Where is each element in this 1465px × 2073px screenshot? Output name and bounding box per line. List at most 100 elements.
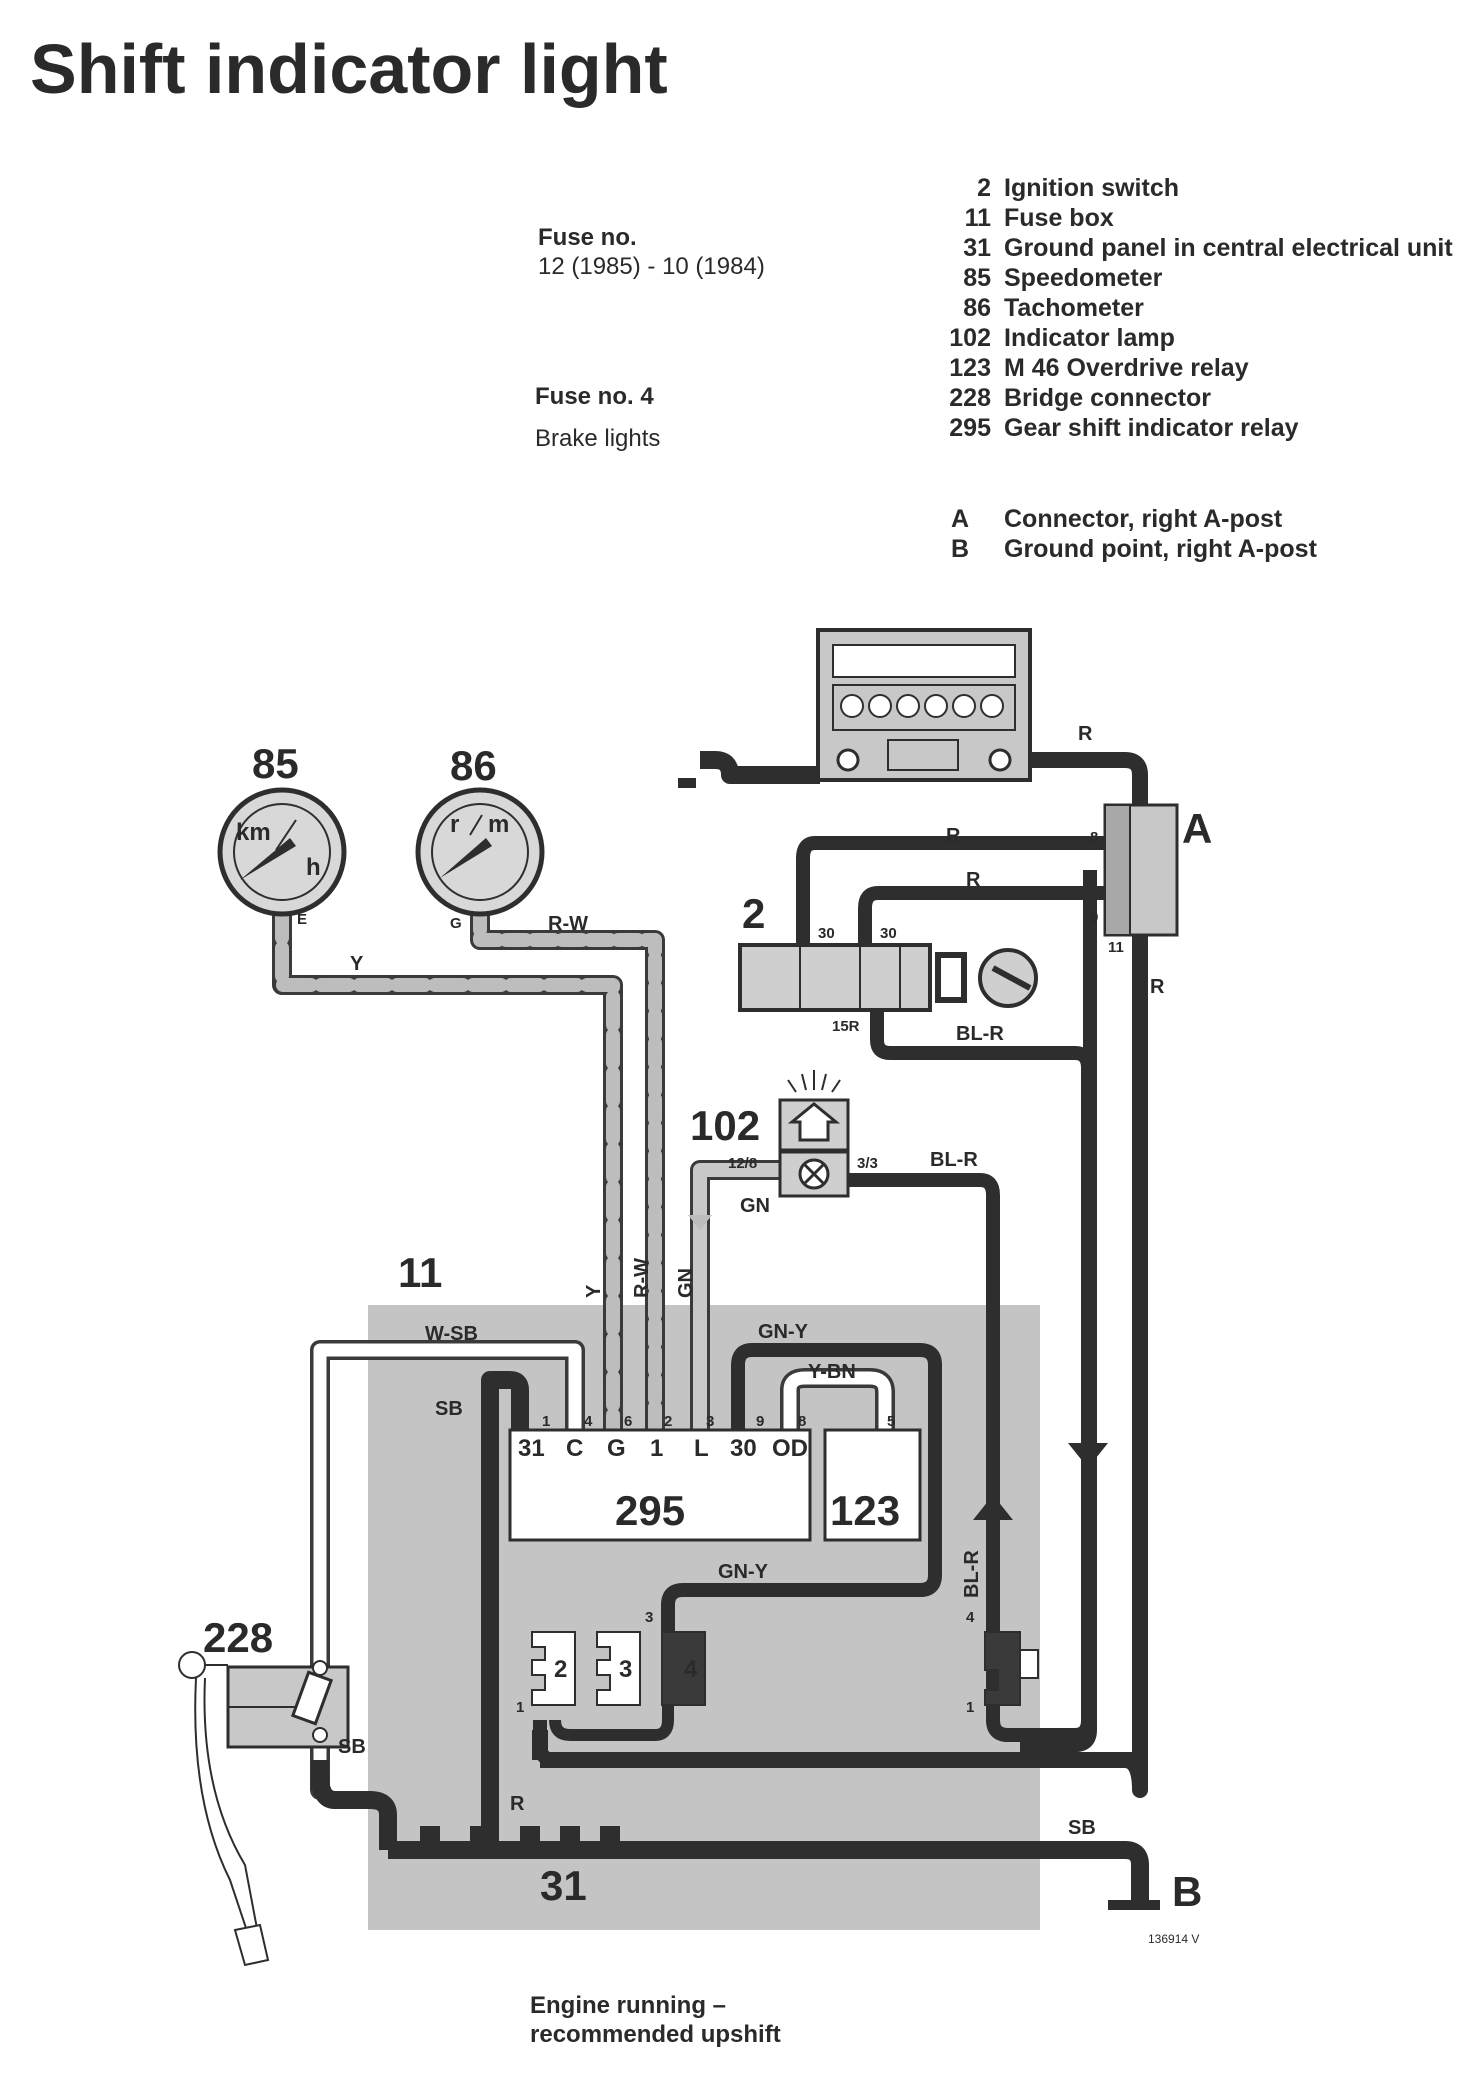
legend-desc: Ignition switch bbox=[1004, 174, 1179, 202]
ground-tooth bbox=[600, 1826, 620, 1842]
relay-pin-number: 2 bbox=[664, 1413, 672, 1430]
wire-label: R bbox=[1078, 723, 1093, 745]
brake-pedal bbox=[178, 1651, 270, 1967]
bridge-connector: 228 bbox=[203, 1614, 350, 1749]
relay-pin-number: 9 bbox=[756, 1413, 764, 1430]
relay-pin-label: OD bbox=[772, 1435, 808, 1462]
speedometer-h: h bbox=[306, 854, 321, 881]
ignition-key bbox=[991, 965, 1032, 991]
central-unit bbox=[816, 628, 1032, 782]
fuse-block-right-cap bbox=[1019, 1649, 1039, 1679]
fuse-box-id: 11 bbox=[398, 1249, 442, 1296]
legend-letter: A bbox=[951, 505, 969, 533]
fuse-block-2 bbox=[531, 1631, 576, 1706]
fuse-no-label: Fuse no. bbox=[538, 224, 637, 251]
relay-pin-number: 4 bbox=[584, 1413, 593, 1430]
tachometer-ring bbox=[431, 803, 529, 901]
fuse-pin: 3 bbox=[645, 1609, 653, 1626]
wire-label: R bbox=[946, 825, 961, 847]
caption-line-2: recommended upshift bbox=[530, 2021, 781, 2048]
relay-pin-label: 1 bbox=[650, 1435, 663, 1462]
caption-line-1: Engine running – bbox=[530, 1992, 726, 2019]
speedometer-slash bbox=[275, 819, 297, 851]
fuse-block-3 bbox=[596, 1631, 641, 1706]
tachometer-r: r bbox=[450, 811, 459, 838]
speedometer-km: km bbox=[236, 819, 271, 846]
wire-label: R bbox=[510, 1793, 525, 1815]
glow-ray bbox=[801, 1073, 807, 1091]
speedometer-ring bbox=[233, 803, 331, 901]
up-arrow-icon bbox=[973, 1495, 1013, 1520]
legend-num: 86 bbox=[963, 294, 991, 322]
legend-letter: B bbox=[951, 535, 969, 563]
legend-num: 102 bbox=[949, 324, 991, 352]
ignition-pin-30: 30 bbox=[880, 925, 897, 942]
lamp-pin-right: 3/3 bbox=[857, 1155, 878, 1172]
tachometer-m: m bbox=[488, 811, 509, 838]
tachometer: r m 86 G bbox=[415, 742, 545, 932]
central-unit-panel bbox=[887, 739, 959, 771]
relay-pin-label: L bbox=[694, 1435, 709, 1462]
dark-wires bbox=[311, 751, 1160, 1910]
ignition-key-slot bbox=[935, 952, 967, 1003]
ignition-pin-15r: 15R bbox=[832, 1018, 860, 1035]
lamp-pin-left: 12/8 bbox=[728, 1155, 757, 1172]
speedometer-pin: E bbox=[297, 911, 307, 928]
wire-bl-r-1 bbox=[870, 1010, 1095, 1069]
right-fuse-pin: 1 bbox=[966, 1699, 974, 1716]
central-unit-window bbox=[832, 644, 1016, 678]
wire-label: BL-R bbox=[930, 1149, 978, 1171]
relay-pin-label: 31 bbox=[518, 1435, 545, 1462]
connector-a-strip bbox=[1104, 804, 1131, 936]
connector-a-pin: 11 bbox=[1108, 939, 1124, 956]
legend-num: 228 bbox=[949, 384, 991, 412]
fuse-blocks: 2 3 4 3 1 4 1 bbox=[516, 1609, 1039, 1716]
ignition-switch: 2 30 30 15R bbox=[738, 890, 1038, 1035]
gn-down-arrow-icon bbox=[688, 1215, 712, 1230]
ignition-pin-30: 30 bbox=[818, 925, 835, 942]
wire-label: R-W bbox=[631, 1258, 653, 1298]
overdrive-relay: 123 5 bbox=[823, 1413, 922, 1542]
light-wires bbox=[272, 900, 895, 1800]
bridge-terminal bbox=[312, 1727, 328, 1743]
lamp-glow-rays bbox=[787, 1070, 841, 1093]
figure-code: 136914 V bbox=[1148, 1932, 1199, 1946]
pedal-arm bbox=[194, 1664, 263, 1956]
ground-tooth bbox=[470, 1826, 490, 1842]
relay-pin-label: C bbox=[566, 1435, 583, 1462]
relay-123-body bbox=[823, 1428, 922, 1542]
legend-desc: Tachometer bbox=[1004, 294, 1144, 322]
ground-bar-teeth bbox=[420, 1826, 620, 1842]
down-arrow-icon bbox=[1068, 1443, 1108, 1468]
fuse-circle bbox=[896, 694, 920, 718]
speedometer: km h 85 E bbox=[217, 740, 347, 928]
wire-r-1 bbox=[796, 836, 1110, 948]
wire-bl-r-2 bbox=[845, 1173, 1000, 1652]
connector-a-pin: 9 bbox=[1090, 909, 1098, 926]
wire-label: BL-R bbox=[961, 1550, 983, 1598]
wire-r-w-fill bbox=[473, 903, 662, 1437]
wire-w-sb-fill bbox=[313, 1343, 582, 1797]
wire-fuse-r bbox=[533, 1720, 556, 1767]
page-title: Shift indicator light bbox=[30, 30, 668, 108]
relay-pin-label: 30 bbox=[730, 1435, 757, 1462]
wire-label: Y-BN bbox=[808, 1361, 856, 1383]
ground-b-id: B bbox=[1172, 1868, 1202, 1915]
component-legend: 2 Ignition switch 11 Fuse box 31 Ground … bbox=[949, 174, 1453, 563]
speedometer-needle bbox=[240, 838, 296, 880]
legend-desc: Fuse box bbox=[1004, 204, 1114, 232]
wire-label: R bbox=[966, 869, 981, 891]
fuse-no4-label: Fuse no. 4 bbox=[535, 383, 654, 410]
connector-a-id: A bbox=[1182, 805, 1212, 852]
relay-pin-label: G bbox=[607, 1435, 626, 1462]
upshift-arrow-icon bbox=[787, 1102, 841, 1142]
legend-desc: Bridge connector bbox=[1004, 384, 1211, 412]
wire-fuse-link bbox=[549, 1680, 674, 1741]
wire-sb-1 bbox=[481, 1371, 529, 1850]
wire-r-2 bbox=[858, 886, 1110, 948]
wire-ground-top bbox=[700, 751, 820, 784]
speedometer-id: 85 bbox=[252, 740, 299, 787]
wire-sb-2 bbox=[311, 1760, 397, 1850]
pedal-pivot bbox=[178, 1651, 206, 1679]
